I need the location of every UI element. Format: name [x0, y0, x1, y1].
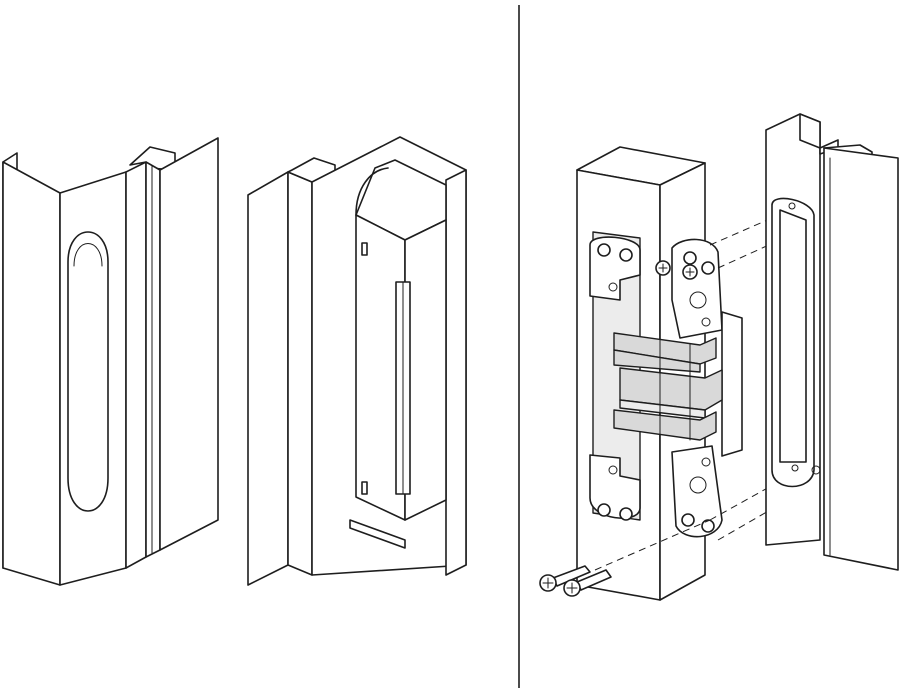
box-profile-flange-left — [247, 171, 289, 586]
hinge-pocket — [592, 231, 641, 521]
concealed-hinge — [589, 236, 743, 538]
profile-groove — [125, 161, 147, 569]
hinge-plate-upper-right — [671, 238, 723, 339]
screw-bottom-2 — [563, 569, 612, 597]
screw-bottom-1 — [539, 565, 591, 592]
frame-profile — [765, 113, 899, 571]
hinge-box-side — [404, 219, 447, 521]
profile-with-hinge-box — [247, 136, 467, 586]
mounting-screws — [539, 260, 698, 597]
oval-slot — [67, 231, 109, 512]
profile-flange-right — [159, 137, 219, 551]
profile-front-face — [2, 161, 61, 586]
hinge-plate-lower-right — [671, 445, 723, 538]
box-profile-rebate — [287, 171, 313, 576]
frame-front-plate — [823, 147, 899, 571]
profile-with-slot — [2, 137, 219, 586]
